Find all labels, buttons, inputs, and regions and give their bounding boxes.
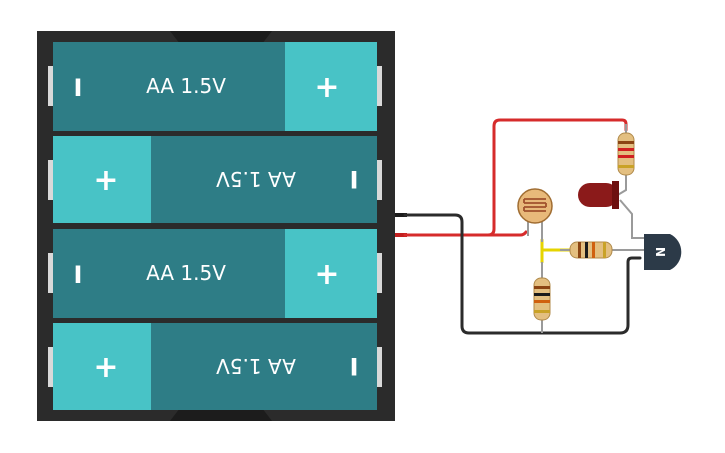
wires bbox=[403, 118, 642, 335]
cell-positive-cap bbox=[53, 136, 151, 223]
resistor-body bbox=[617, 132, 635, 176]
wire-red-ldr[interactable] bbox=[476, 230, 528, 237]
battery-cell-2[interactable]: + AA 1.5V I bbox=[48, 136, 382, 223]
wire-red[interactable] bbox=[403, 118, 628, 237]
cell-negative-mark: I bbox=[350, 165, 359, 193]
cell-label: AA 1.5V bbox=[146, 261, 226, 285]
ldr-body bbox=[517, 188, 553, 224]
resistor-band bbox=[534, 310, 550, 313]
resistor-band bbox=[585, 242, 588, 258]
cell-label: AA 1.5V bbox=[216, 167, 296, 191]
holder-bottom-clip bbox=[170, 408, 272, 421]
led-body bbox=[578, 183, 618, 207]
cell-positive-cap bbox=[285, 42, 377, 131]
cell-positive-cap bbox=[285, 229, 377, 318]
cell-positive-cap bbox=[53, 323, 151, 410]
resistor-band bbox=[592, 242, 595, 258]
wire-black[interactable] bbox=[403, 213, 642, 335]
cell-positive-mark: + bbox=[314, 257, 339, 292]
resistor-pulldown[interactable] bbox=[533, 262, 551, 333]
cell-negative-mark: I bbox=[74, 74, 83, 102]
resistor-band bbox=[534, 293, 550, 296]
resistor-band bbox=[618, 141, 634, 144]
cell-body bbox=[151, 136, 377, 223]
resistor-band bbox=[618, 155, 634, 158]
cell-negative-mark: I bbox=[350, 352, 359, 380]
battery-pack[interactable]: I AA 1.5V + + AA 1.5V I I AA 1.5V + bbox=[37, 31, 407, 421]
transistor-npn[interactable]: N bbox=[644, 234, 682, 270]
battery-cell-1[interactable]: I AA 1.5V + bbox=[48, 42, 382, 131]
cell-terminal-right bbox=[377, 160, 382, 200]
resistor-body bbox=[533, 277, 551, 321]
resistor-led[interactable] bbox=[617, 124, 635, 186]
cell-terminal-right bbox=[377, 253, 382, 293]
resistor-band bbox=[618, 165, 634, 168]
cell-label: AA 1.5V bbox=[146, 74, 226, 98]
led-lead bbox=[615, 186, 627, 197]
resistor-band bbox=[603, 242, 606, 258]
holder-top-clip bbox=[170, 31, 272, 44]
led[interactable] bbox=[578, 181, 644, 239]
cell-terminal-right bbox=[377, 66, 382, 106]
cell-label: AA 1.5V bbox=[216, 354, 296, 378]
battery-lead-black[interactable] bbox=[395, 213, 407, 217]
battery-cell-3[interactable]: I AA 1.5V + bbox=[48, 229, 382, 318]
cell-terminal-left bbox=[48, 160, 53, 200]
resistor-band bbox=[578, 242, 581, 258]
cell-positive-mark: + bbox=[314, 70, 339, 105]
cell-body bbox=[53, 229, 285, 318]
led-lead bbox=[619, 199, 644, 239]
cell-negative-mark: I bbox=[74, 261, 83, 289]
cell-terminal-left bbox=[48, 66, 53, 106]
battery-cell-4[interactable]: + AA 1.5V I bbox=[48, 323, 382, 410]
led-flange bbox=[612, 181, 619, 209]
cell-body bbox=[53, 42, 285, 131]
transistor-body bbox=[644, 234, 682, 270]
battery-lead-red[interactable] bbox=[395, 233, 407, 237]
cell-body bbox=[151, 323, 377, 410]
resistor-band bbox=[618, 148, 634, 151]
cell-positive-mark: + bbox=[93, 350, 118, 385]
resistor-base[interactable] bbox=[560, 241, 644, 259]
cell-terminal-left bbox=[48, 253, 53, 293]
cell-terminal-left bbox=[48, 347, 53, 387]
ldr-trace bbox=[523, 198, 547, 212]
resistor-band bbox=[534, 286, 550, 289]
photoresistor[interactable] bbox=[517, 188, 553, 242]
resistor-band bbox=[534, 300, 550, 303]
cell-terminal-right bbox=[377, 347, 382, 387]
transistor-label: N bbox=[654, 247, 668, 257]
cell-positive-mark: + bbox=[93, 163, 118, 198]
